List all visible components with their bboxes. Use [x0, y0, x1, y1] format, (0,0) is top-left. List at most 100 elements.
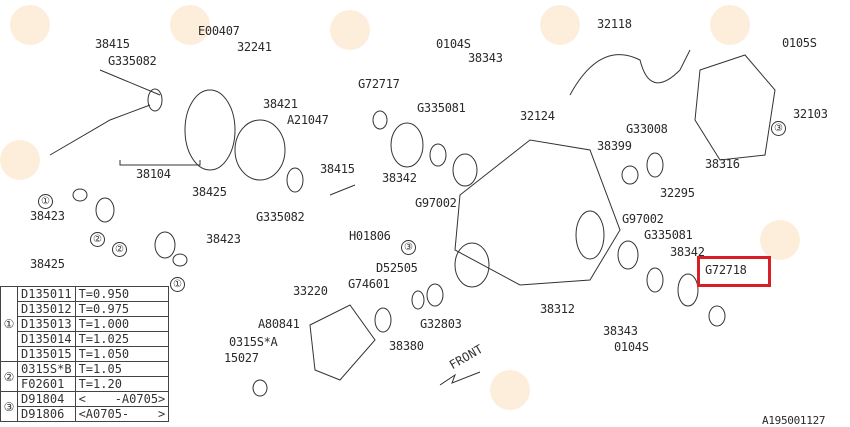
part-label[interactable]: 38312 — [540, 302, 575, 316]
part-label[interactable]: 38316 — [705, 157, 740, 171]
bearing — [426, 283, 444, 307]
plug — [621, 165, 639, 185]
part-label[interactable]: 15027 — [224, 351, 259, 365]
part-label[interactable]: 0104S — [614, 340, 649, 354]
thickness: T=1.050 — [74, 346, 170, 362]
watermark-logo — [0, 140, 40, 180]
part-label[interactable]: G97002 — [415, 196, 457, 210]
watermark-logo — [490, 370, 530, 410]
part-label[interactable]: G97002 — [622, 212, 664, 226]
side-gear — [95, 197, 115, 223]
part-label[interactable]: 32118 — [597, 17, 632, 31]
part-label[interactable]: G335082 — [256, 210, 305, 224]
bearing — [646, 152, 664, 178]
part-number[interactable]: D91804 — [17, 391, 76, 407]
part-number[interactable]: D135011 — [17, 286, 76, 302]
oil-seal — [708, 305, 726, 327]
part-number[interactable]: 0315S*B — [17, 361, 76, 377]
watermark-logo — [170, 5, 210, 45]
part-label[interactable]: D52505 — [376, 261, 418, 275]
diagram-code: A195001127 — [762, 414, 826, 427]
part-label[interactable]: E00407 — [198, 24, 240, 38]
part-label[interactable]: G32803 — [420, 317, 462, 331]
part-label[interactable]: 32103 — [793, 107, 828, 121]
part-label[interactable]: 38380 — [389, 339, 424, 353]
part-number[interactable]: D135015 — [17, 346, 76, 362]
side-shaft — [329, 184, 356, 196]
thickness: T=1.20 — [74, 376, 170, 392]
bearing — [429, 143, 447, 167]
part-number[interactable]: D135014 — [17, 331, 76, 347]
washer — [72, 188, 88, 202]
part-number[interactable]: D135012 — [17, 301, 76, 317]
watermark-logo — [760, 220, 800, 260]
part-label[interactable]: G72717 — [358, 77, 400, 91]
bearing — [286, 167, 304, 193]
part-label[interactable]: 38421 — [263, 97, 298, 111]
part-number[interactable]: F02601 — [17, 376, 76, 392]
callout-marker: ② — [90, 232, 105, 247]
part-label[interactable]: 38425 — [192, 185, 227, 199]
part-label[interactable]: 38342 — [670, 245, 705, 259]
part-label-highlighted[interactable]: G72718 — [705, 263, 747, 277]
group-marker: ③ — [0, 391, 18, 422]
part-label[interactable]: 38415 — [95, 37, 130, 51]
oil-seal — [390, 122, 424, 168]
part-label[interactable]: 0104S — [436, 37, 471, 51]
part-label[interactable]: 32241 — [237, 40, 272, 54]
part-label[interactable]: 38343 — [603, 324, 638, 338]
companion-flange — [309, 304, 376, 381]
part-label[interactable]: 38343 — [468, 51, 503, 65]
callout-marker: ② — [112, 242, 127, 257]
watermark-logo — [710, 5, 750, 45]
part-label[interactable]: 38425 — [30, 257, 65, 271]
side-gear — [154, 231, 176, 259]
watermark-logo — [10, 5, 50, 45]
part-label[interactable]: 0105S — [782, 36, 817, 50]
highlight-box-g72718 — [697, 256, 771, 287]
part-number[interactable]: D135013 — [17, 316, 76, 332]
part-label[interactable]: 0315S*A — [229, 335, 278, 349]
differential-case — [234, 119, 286, 181]
thickness: T=1.05 — [74, 361, 170, 377]
callout-marker: ① — [170, 277, 185, 292]
bearing — [147, 88, 163, 112]
part-label[interactable]: 38342 — [382, 171, 417, 185]
part-label[interactable]: G33008 — [626, 122, 668, 136]
o-ring — [617, 240, 639, 270]
watermark-logo — [330, 10, 370, 50]
part-label[interactable]: 32295 — [660, 186, 695, 200]
rear-cover — [694, 54, 776, 161]
group-marker: ① — [0, 286, 18, 362]
part-label[interactable]: 38415 — [320, 162, 355, 176]
part-label[interactable]: 38399 — [597, 139, 632, 153]
part-label[interactable]: G74601 — [348, 277, 390, 291]
part-label[interactable]: H01806 — [349, 229, 391, 243]
part-label[interactable]: 38104 — [136, 167, 171, 181]
part-label[interactable]: G335081 — [417, 101, 466, 115]
part-label[interactable]: 33220 — [293, 284, 328, 298]
watermark-logo — [540, 5, 580, 45]
part-label[interactable]: 38423 — [30, 209, 65, 223]
ring-gear — [184, 89, 236, 171]
part-number[interactable]: D91806 — [17, 406, 76, 422]
pinion-shaft — [49, 69, 161, 156]
collar — [411, 290, 425, 310]
callout-marker: ① — [38, 194, 53, 209]
part-label[interactable]: 38423 — [206, 232, 241, 246]
part-label[interactable]: 32124 — [520, 109, 555, 123]
carrier-port — [454, 242, 490, 288]
oil-seal — [677, 273, 699, 307]
applicability: < -A0705> — [74, 391, 170, 407]
leader-bracket — [119, 160, 201, 166]
part-label[interactable]: G335082 — [108, 54, 157, 68]
thickness: T=1.025 — [74, 331, 170, 347]
part-label[interactable]: A21047 — [287, 113, 329, 127]
part-label[interactable]: A80841 — [258, 317, 300, 331]
washer — [252, 379, 268, 397]
differential-carrier — [454, 139, 621, 286]
o-ring — [452, 153, 478, 187]
part-label[interactable]: G335081 — [644, 228, 693, 242]
